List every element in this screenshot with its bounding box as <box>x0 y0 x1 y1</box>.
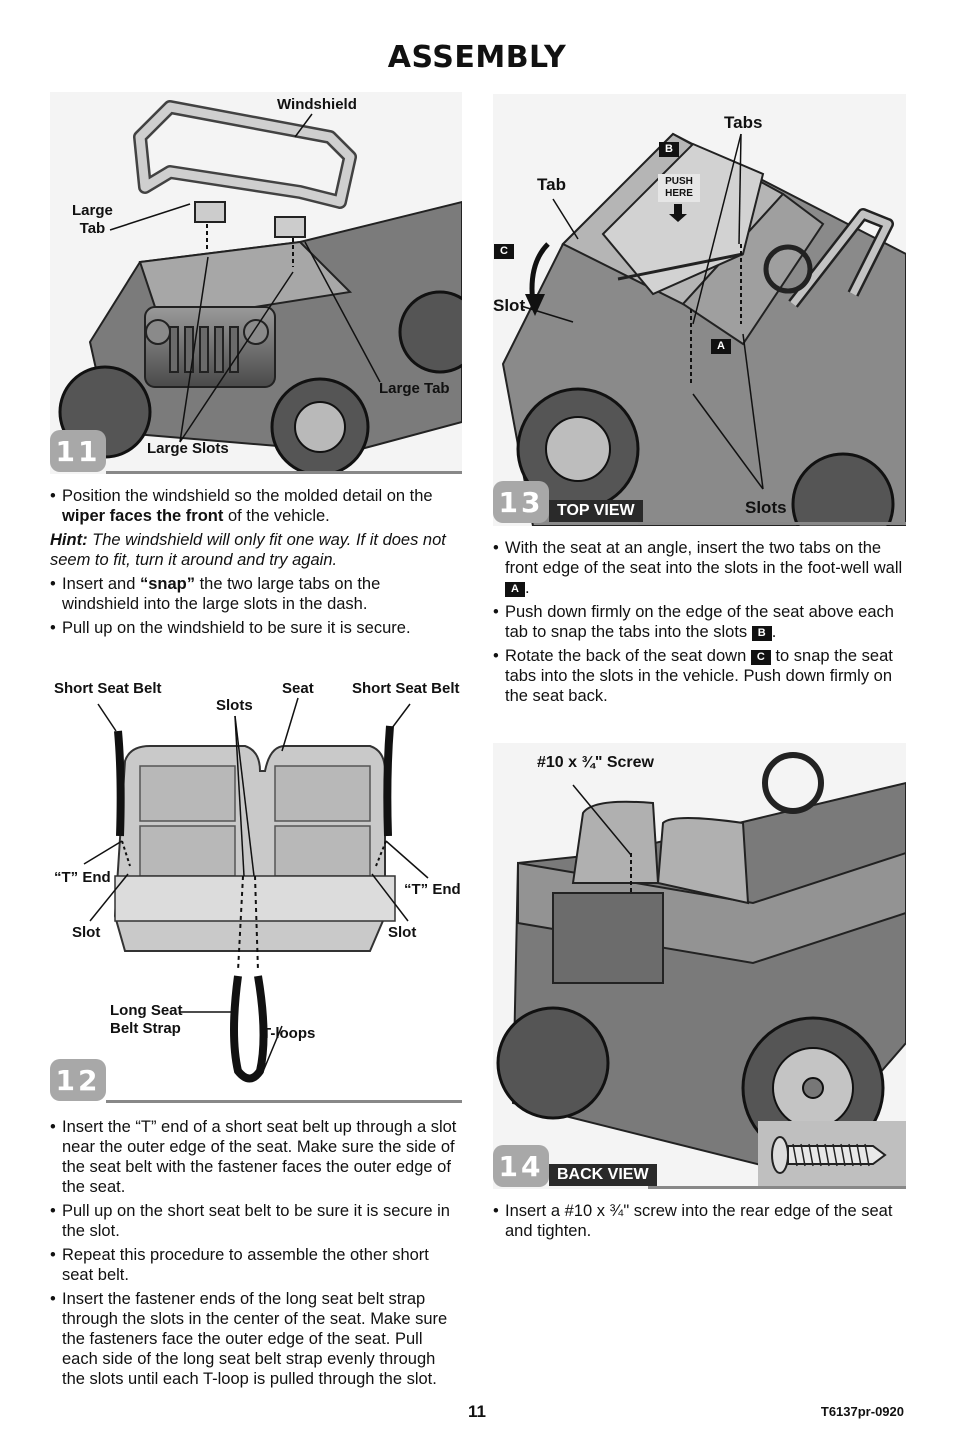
key-b-inline: B <box>751 626 772 641</box>
step-14-instructions: Insert a #10 x ¾" screw into the rear ed… <box>493 1201 905 1245</box>
step-12-instructions: Insert the “T” end of a short seat belt … <box>50 1117 460 1393</box>
step-14-figure: #10 x ¾" Screw <box>493 743 906 1189</box>
screw-icon <box>771 1136 887 1174</box>
label-slots: Slots <box>216 697 253 714</box>
windshield-illustration <box>58 100 462 474</box>
label-large-tab-right: Large Tab <box>379 380 450 397</box>
label-tab: Tab <box>537 175 566 194</box>
list-item: With the seat at an angle, insert the tw… <box>493 538 905 598</box>
label-t-end-left: “T” End <box>54 869 111 886</box>
step-13-figure: Tabs Tab Slot Slots PUSH HERE B C A <box>493 94 906 526</box>
label-short-seat-belt-left: Short Seat Belt <box>54 680 162 697</box>
step-11-badge: 11 <box>50 430 106 472</box>
key-a-inline: A <box>505 582 525 597</box>
hint-text: Hint: The windshield will only fit one w… <box>50 531 446 569</box>
step-11-instructions: Position the windshield so the molded de… <box>50 486 460 642</box>
label-slot-left: Slot <box>72 924 101 941</box>
top-view-tag: TOP VIEW <box>549 500 643 522</box>
seat-belt-illustration <box>83 697 429 1083</box>
step-11-rule <box>106 471 462 474</box>
list-item: Push down firmly on the edge of the seat… <box>493 602 905 642</box>
label-short-seat-belt-right: Short Seat Belt <box>352 680 460 697</box>
list-item: Repeat this procedure to assemble the ot… <box>50 1245 460 1285</box>
page-number: 11 <box>468 1402 486 1421</box>
list-item: Pull up on the windshield to be sure it … <box>50 618 460 638</box>
label-windshield: Windshield <box>277 96 357 113</box>
step-14-badge: 14 <box>493 1145 549 1187</box>
label-slot-right: Slot <box>388 924 417 941</box>
back-view-tag: BACK VIEW <box>549 1164 657 1186</box>
step-12-badge: 12 <box>50 1059 106 1101</box>
list-item: Pull up on the short seat belt to be sur… <box>50 1201 460 1241</box>
step-12-rule <box>106 1100 462 1103</box>
key-b-marker: B <box>659 142 679 157</box>
push-here-label: PUSH HERE <box>658 174 700 202</box>
page-title: ASSEMBLY <box>387 40 567 75</box>
rear-seat-illustration <box>496 752 906 1189</box>
step-13-badge: 13 <box>493 481 549 523</box>
key-a-marker: A <box>711 339 731 354</box>
label-large-tab-left: Large Tab <box>72 202 113 237</box>
step-13-rule <box>638 522 906 525</box>
label-long-seat-belt-strap: Long Seat Belt Strap <box>110 1002 183 1037</box>
label-slots: Slots <box>745 498 787 517</box>
key-c-inline: C <box>750 650 771 665</box>
seat-install-illustration <box>501 132 906 526</box>
step-13-instructions: With the seat at an angle, insert the tw… <box>493 538 905 710</box>
list-item: Rotate the back of the seat down C to sn… <box>493 646 905 706</box>
label-t-end-right: “T” End <box>404 881 461 898</box>
list-item: Insert a #10 x ¾" screw into the rear ed… <box>493 1201 905 1241</box>
step-14-rule <box>648 1186 906 1189</box>
list-item: Insert the fastener ends of the long sea… <box>50 1289 460 1389</box>
key-c-marker: C <box>494 244 514 259</box>
label-t-loops: T-loops <box>262 1025 316 1042</box>
label-screw: #10 x ¾" Screw <box>537 754 654 771</box>
list-item: Insert and “snap” the two large tabs on … <box>50 574 460 614</box>
label-seat: Seat <box>282 680 314 697</box>
list-item: Insert the “T” end of a short seat belt … <box>50 1117 460 1197</box>
step-12-figure: Short Seat Belt Seat Short Seat Belt Slo… <box>50 676 462 1102</box>
label-slot: Slot <box>493 296 526 315</box>
label-tabs: Tabs <box>724 113 763 132</box>
step-11-figure: Windshield Large Tab Large Tab Large Slo… <box>50 92 462 474</box>
list-item: Position the windshield so the molded de… <box>50 486 460 526</box>
label-large-slots: Large Slots <box>147 440 229 457</box>
document-code: T6137pr-0920 <box>820 1404 904 1419</box>
